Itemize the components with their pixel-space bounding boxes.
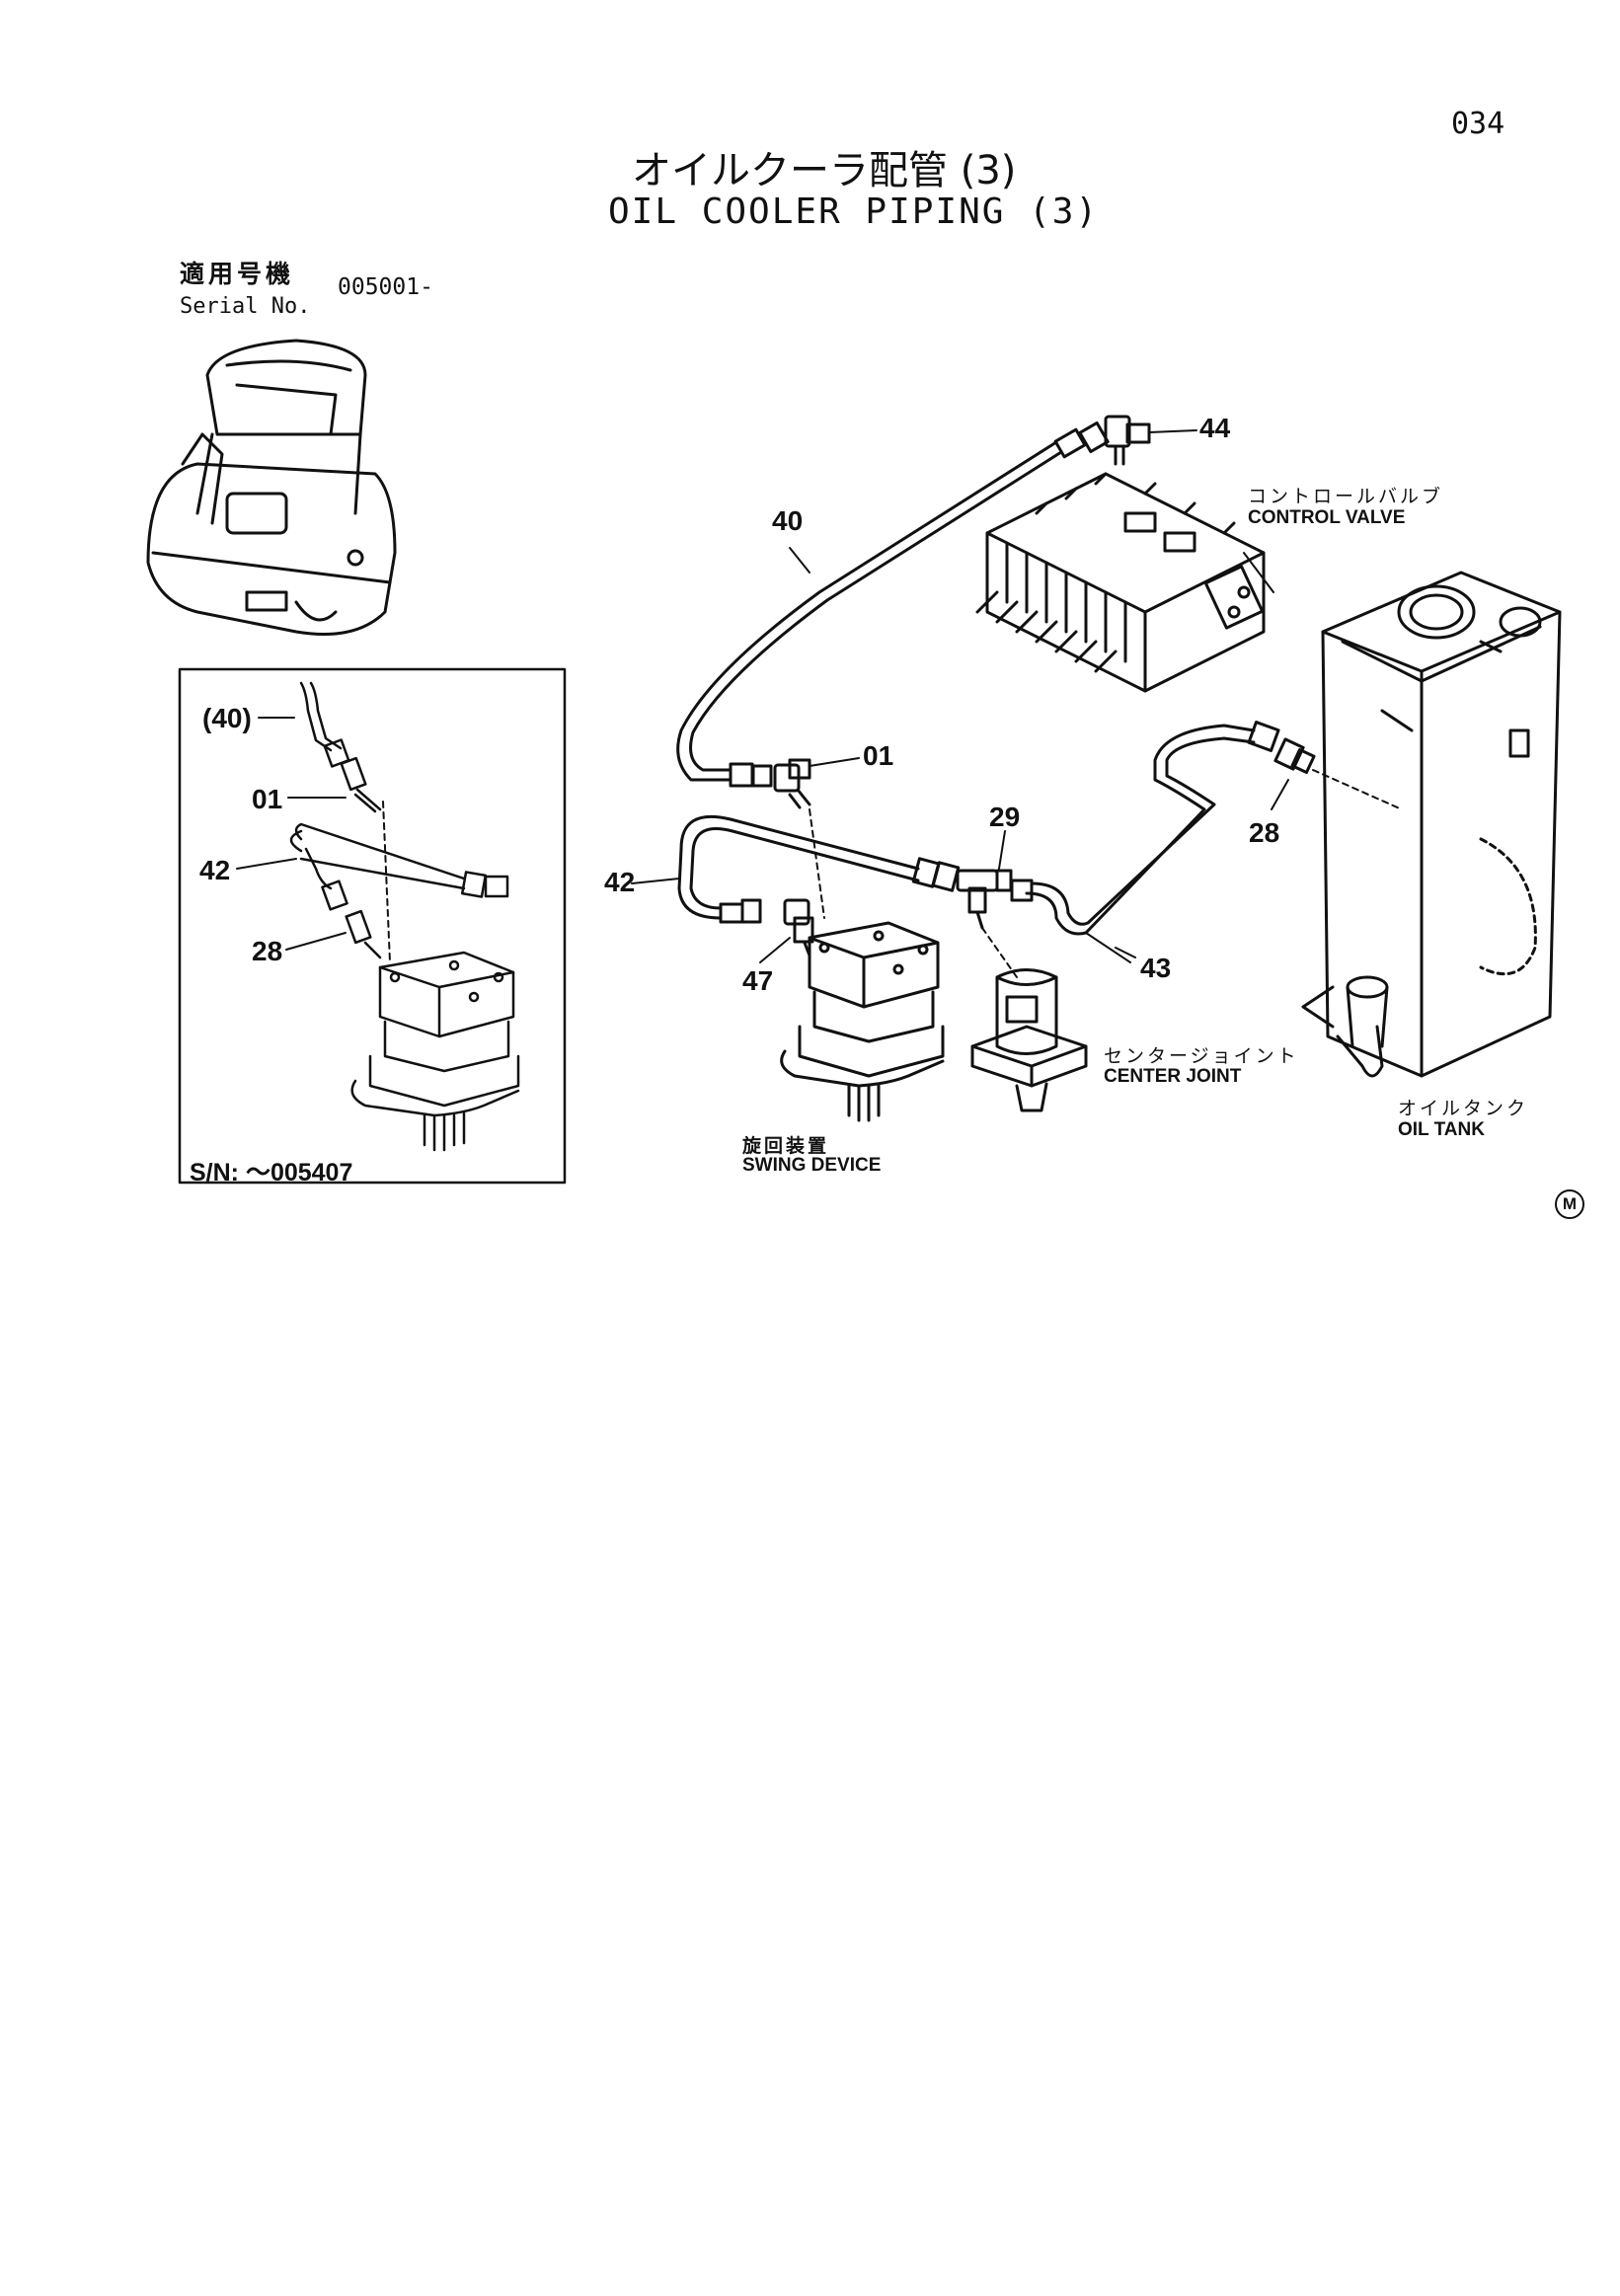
page-number: 034 bbox=[1451, 107, 1505, 141]
center-joint-label-english: CENTER JOINT bbox=[1104, 1066, 1242, 1087]
fitting-47 bbox=[759, 898, 814, 963]
inset-serial-range: S/N: ～005407 bbox=[190, 1159, 353, 1186]
inset-frame bbox=[178, 667, 567, 1185]
oil-tank-label-english: OIL TANK bbox=[1398, 1119, 1485, 1140]
callout-44: 44 bbox=[1199, 413, 1231, 443]
inset-callout-28: 28 bbox=[252, 936, 283, 966]
serial-label-english: Serial No. bbox=[180, 294, 311, 319]
swing-device-label-english: SWING DEVICE bbox=[742, 1155, 882, 1176]
hose-42 bbox=[631, 814, 961, 924]
control-valve-label-english: CONTROL VALVE bbox=[1248, 507, 1406, 528]
title-japanese: オイルクーラ配管 (3) bbox=[632, 148, 1017, 193]
main-leader-lines bbox=[789, 547, 1274, 593]
oil-tank-drawing bbox=[1301, 571, 1562, 1078]
inset-callout-40: (40) bbox=[202, 703, 252, 733]
control-valve-drawing bbox=[975, 472, 1266, 693]
center-joint-label-japanese: センタージョイント bbox=[1104, 1045, 1299, 1067]
title-english: OIL COOLER PIPING (3) bbox=[608, 191, 1100, 232]
center-joint-drawing bbox=[970, 968, 1088, 1112]
fitting-29 bbox=[956, 830, 1018, 978]
inset-drawing bbox=[289, 681, 520, 1152]
callout-29: 29 bbox=[989, 802, 1021, 832]
inset-callout-01: 01 bbox=[252, 784, 283, 814]
fitting-44 bbox=[1104, 415, 1197, 466]
swing-device-label-japanese: 旋回装置 bbox=[742, 1135, 830, 1157]
inset-leader-lines bbox=[236, 717, 391, 963]
maker-mark: M bbox=[1555, 1189, 1584, 1219]
inset-callout-42: 42 bbox=[199, 855, 231, 885]
callout-01: 01 bbox=[863, 740, 894, 771]
callout-47: 47 bbox=[742, 965, 774, 996]
fitting-01 bbox=[773, 757, 860, 919]
fitting-28 bbox=[1271, 737, 1403, 810]
callout-43: 43 bbox=[1140, 953, 1172, 983]
serial-value: 005001- bbox=[338, 274, 433, 300]
oil-tank-label-japanese: オイルタンク bbox=[1398, 1098, 1529, 1119]
excavator-cab-illustration bbox=[146, 339, 397, 636]
control-valve-label-japanese: コントロールバルブ bbox=[1248, 486, 1444, 507]
swing-device-drawing bbox=[780, 921, 945, 1122]
callout-42: 42 bbox=[604, 867, 636, 897]
callout-28: 28 bbox=[1249, 817, 1280, 848]
hose-43 bbox=[1010, 721, 1280, 963]
serial-label-japanese: 適用号機 bbox=[180, 260, 295, 288]
hose-40 bbox=[676, 421, 1110, 788]
callout-40: 40 bbox=[772, 505, 804, 536]
